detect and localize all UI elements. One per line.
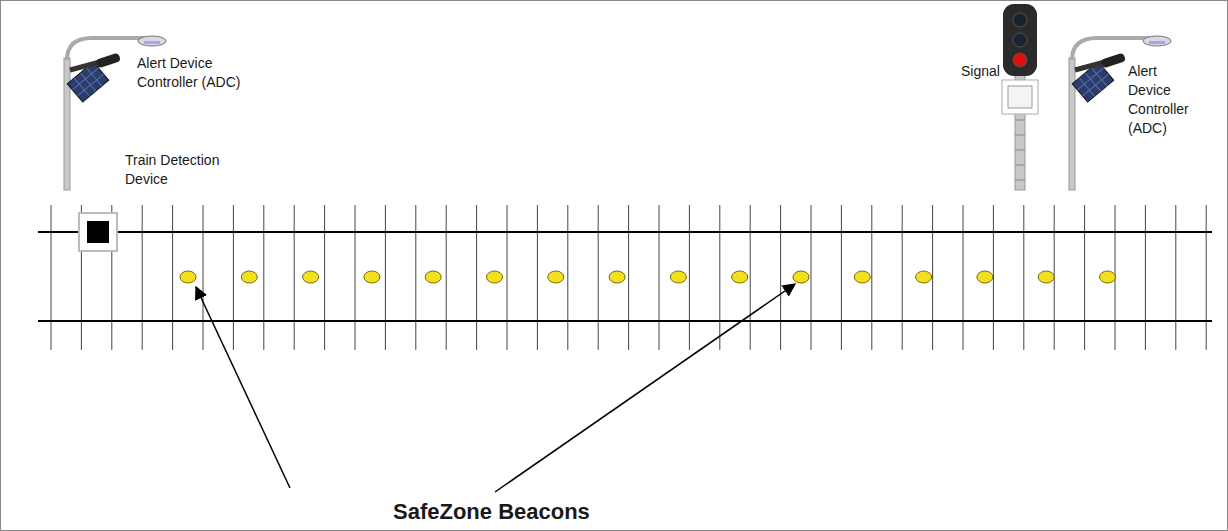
sleeper — [355, 205, 356, 350]
device-label: Train Detection Device — [125, 151, 255, 189]
device-label: Alert Device Controller (ADC) — [137, 54, 267, 92]
safezone-beacon — [670, 271, 686, 283]
sleeper — [932, 205, 933, 350]
safezone-beacon — [487, 271, 503, 283]
sleepers — [51, 205, 1206, 350]
sleeper — [324, 205, 325, 350]
sleeper — [780, 205, 781, 350]
sleeper — [902, 205, 903, 350]
sleeper — [567, 205, 568, 350]
sleeper — [507, 205, 508, 350]
sleeper — [263, 205, 264, 350]
sleeper — [871, 205, 872, 350]
rail — [38, 231, 1212, 233]
safezone-beacon — [793, 271, 809, 283]
sleeper — [1145, 205, 1146, 350]
sleeper — [598, 205, 599, 350]
safezone-beacon — [548, 271, 564, 283]
sleeper — [142, 205, 143, 350]
leader-arrow — [495, 284, 795, 492]
sleeper — [963, 205, 964, 350]
sleeper — [1206, 205, 1207, 350]
sleeper — [841, 205, 842, 350]
sleeper — [294, 205, 295, 350]
safezone-beacon — [425, 271, 441, 283]
safezone-beacon — [241, 271, 257, 283]
sleeper — [476, 205, 477, 350]
sleeper — [628, 205, 629, 350]
sleeper — [1084, 205, 1085, 350]
safezone-beacon — [916, 271, 932, 283]
sleeper — [51, 205, 52, 350]
signal — [1002, 4, 1038, 190]
sleeper — [385, 205, 386, 350]
safezone-beacon — [854, 271, 870, 283]
safezone-beacon — [609, 271, 625, 283]
callout-label: SafeZone Beacons — [393, 497, 590, 527]
sleeper — [537, 205, 538, 350]
signal-label: Signal — [961, 62, 1000, 81]
beacons — [180, 271, 1116, 283]
sleeper — [1023, 205, 1024, 350]
safezone-beacon — [303, 271, 319, 283]
sleeper — [811, 205, 812, 350]
safezone-beacon — [732, 271, 748, 283]
safezone-beacon — [1038, 271, 1054, 283]
sleeper — [172, 205, 173, 350]
sleeper — [203, 205, 204, 350]
sleeper — [233, 205, 234, 350]
leader-arrow — [196, 287, 290, 488]
rail — [38, 320, 1212, 322]
sleeper — [750, 205, 751, 350]
sleeper — [415, 205, 416, 350]
train-detection-device — [79, 213, 117, 251]
sleeper — [446, 205, 447, 350]
safezone-beacon — [180, 271, 196, 283]
sleeper — [689, 205, 690, 350]
sleeper — [1175, 205, 1176, 350]
sleeper — [659, 205, 660, 350]
safezone-beacon — [977, 271, 993, 283]
safezone-beacon — [364, 271, 380, 283]
safezone-beacon — [1100, 271, 1116, 283]
device-label: Alert Device Controller (ADC) — [1128, 62, 1202, 138]
sleeper — [719, 205, 720, 350]
